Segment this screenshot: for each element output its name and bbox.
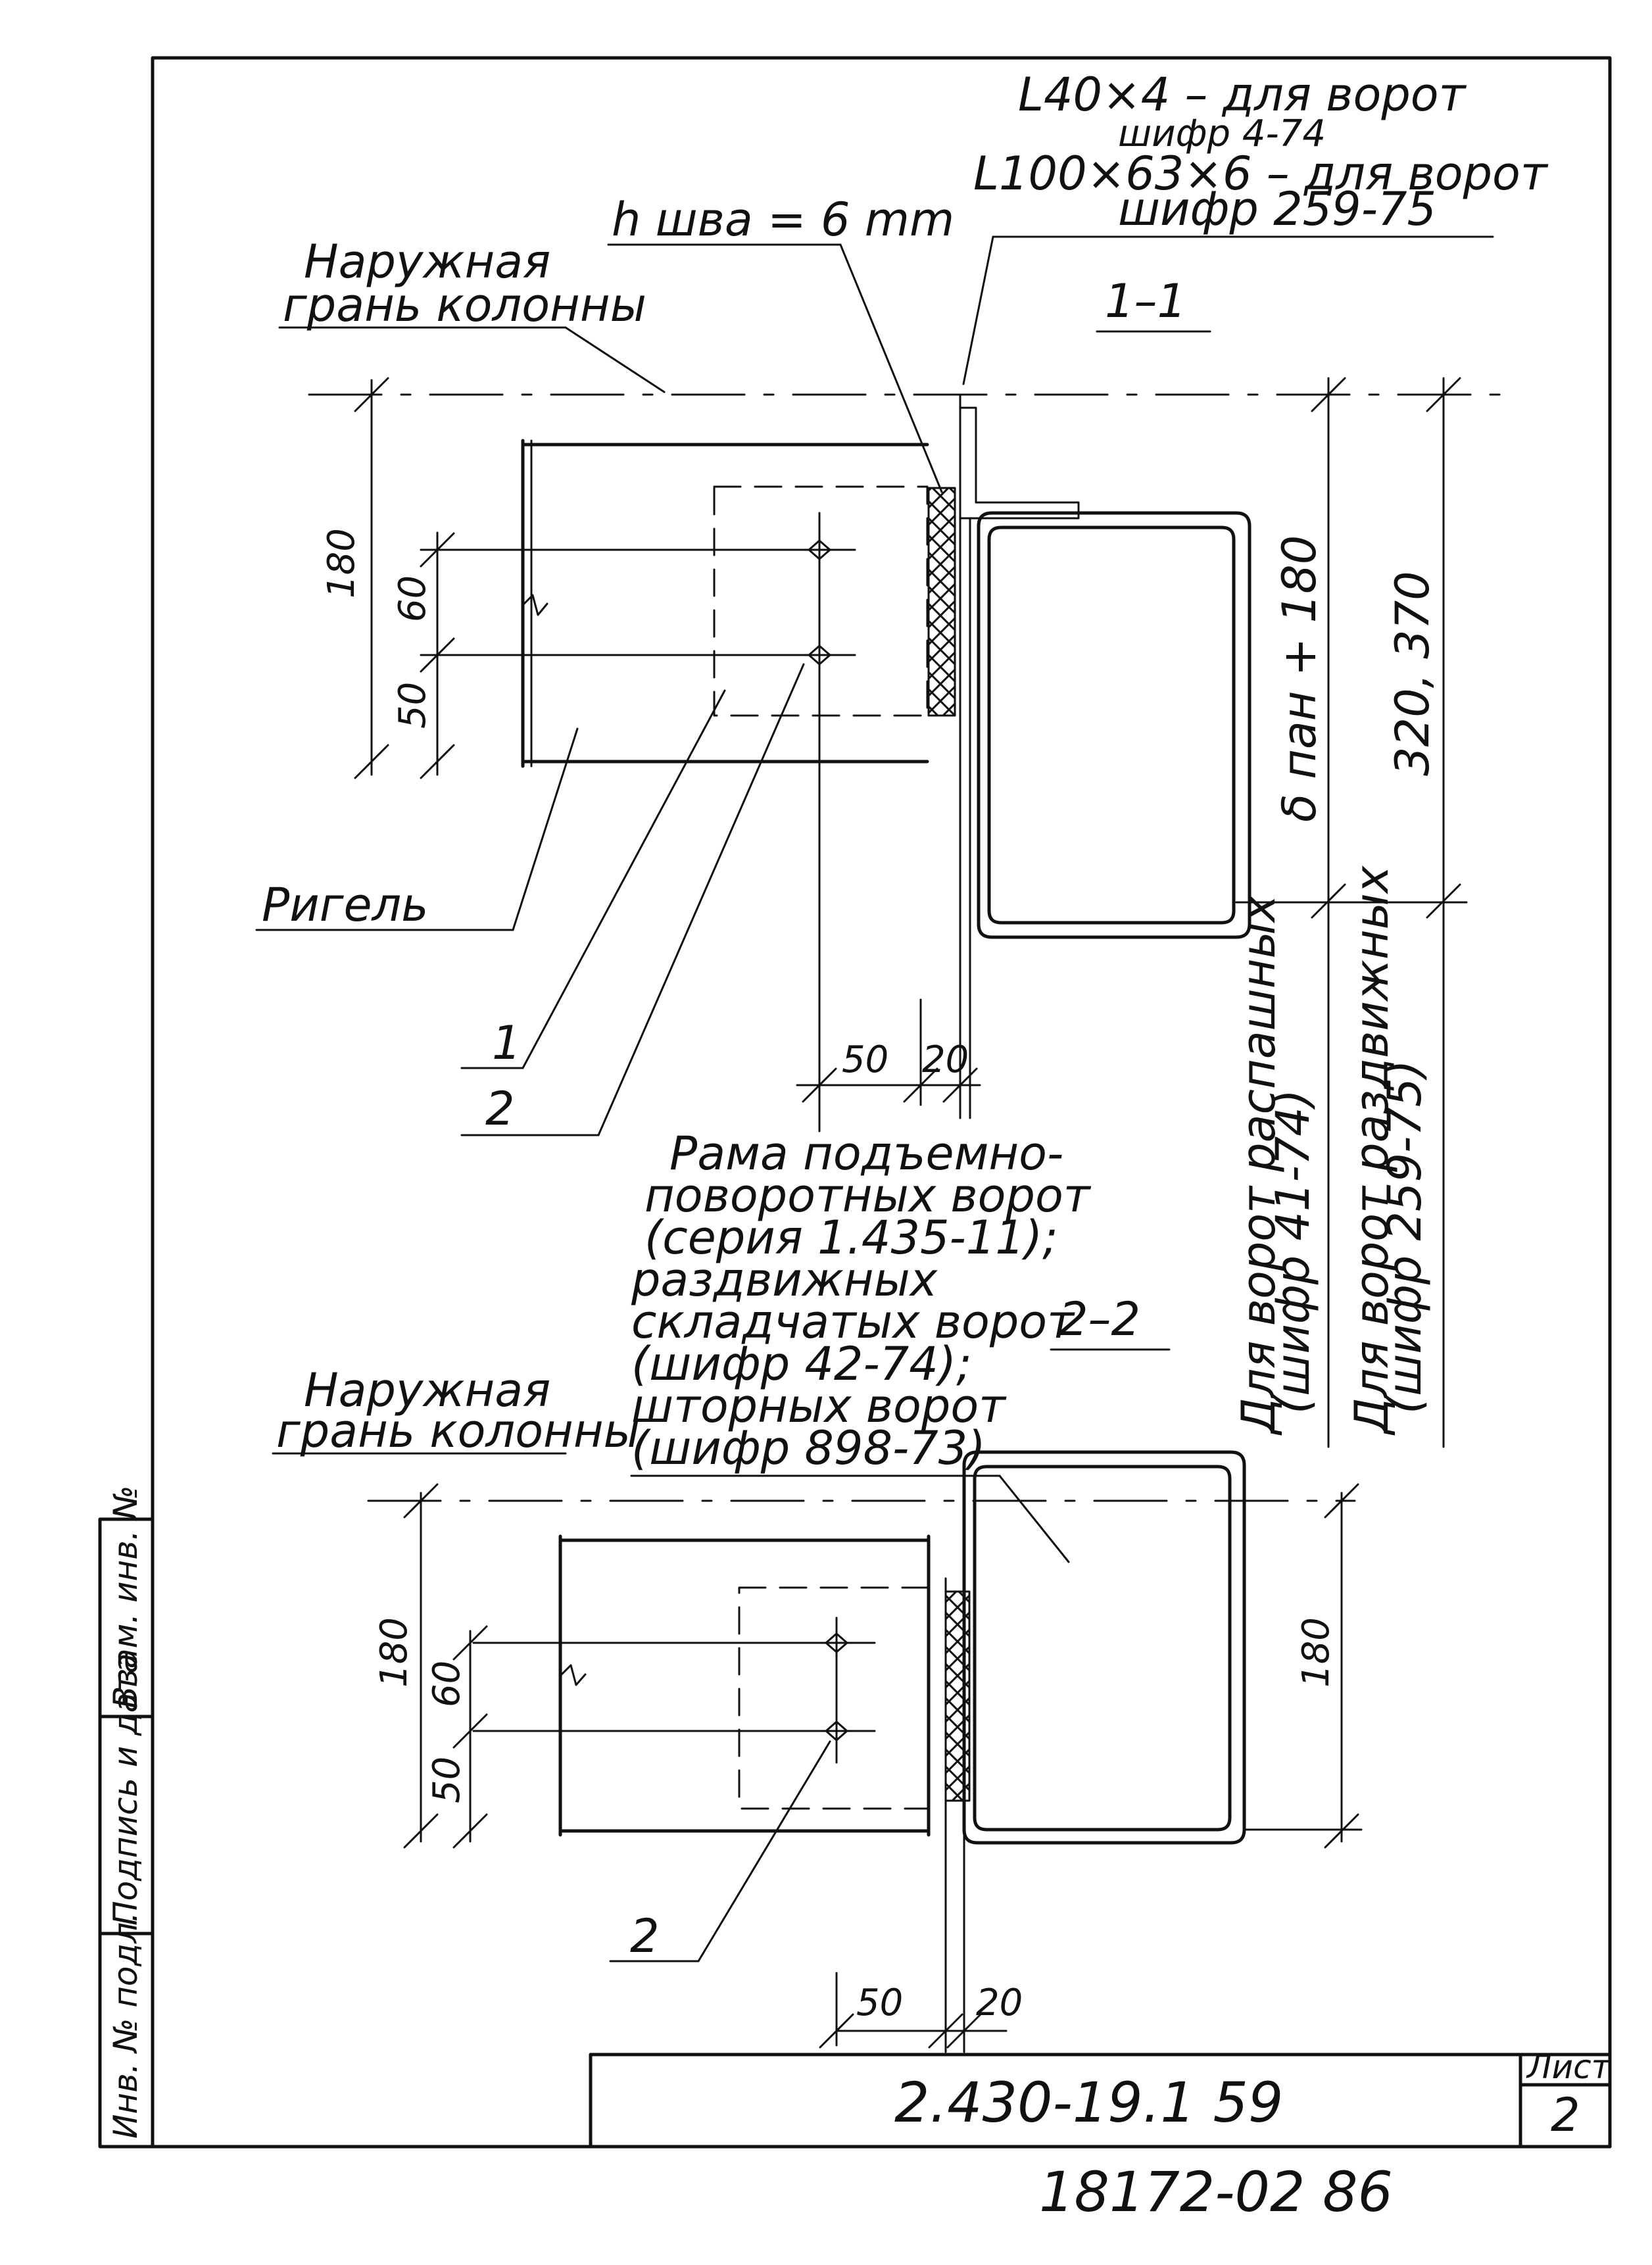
- weld-note: h шва = 6 mm: [607, 193, 954, 493]
- sidebar-cell-replacement: Взам. инв. №: [107, 1486, 145, 1709]
- weld-size-label: h шва = 6 mm: [612, 193, 954, 247]
- s1-dim-side-values: 320, 370: [1386, 571, 1440, 776]
- angle-note-1: L40×4 – для ворот: [1018, 68, 1467, 122]
- left-sidebar: Взам. инв. № Подпись и дата Инв. № подл.: [98, 1486, 155, 2149]
- frame-note-line-3: (серия 1.435-11);: [644, 1211, 1058, 1265]
- frame-note-line-8: (шифр 898-73): [631, 1421, 986, 1475]
- sheet-number: 2: [1551, 2088, 1580, 2142]
- sidebar-cell-inventory: Инв. № подл.: [107, 1912, 145, 2139]
- frame-note-line-7: шторных ворот: [631, 1379, 1007, 1433]
- sheet-label: Лист: [1526, 2048, 1612, 2086]
- s1-dim-upper: 60: [391, 575, 434, 622]
- section-1-1: 1–1 Наружная грань колонны: [255, 235, 1514, 1136]
- frame-note-line-1: Рама подъемно-: [669, 1127, 1063, 1181]
- s1-dim-bottom-right: 20: [922, 1038, 969, 1081]
- section-2-2: 2–2 Наружная грань колонны 180: [272, 1292, 1363, 2053]
- section-1-title: 1–1: [1105, 274, 1186, 328]
- gate-note-2b: (шифр 259-75): [1378, 1059, 1432, 1414]
- section-2-title: 2–2: [1059, 1292, 1140, 1346]
- s1-dim-bottom-left: 50: [842, 1038, 888, 1081]
- gate-type-notes: Для ворот распашных (шифр 41-74) Для вор…: [1232, 865, 1445, 1448]
- footer-code: 18172-02 86: [1039, 2160, 1393, 2224]
- frame-note-line-6: (шифр 42-74);: [631, 1337, 972, 1391]
- s2-dim-upper: 60: [425, 1661, 468, 1707]
- s2-dim-lower: 50: [425, 1757, 468, 1803]
- rigel-label: Ригель: [262, 878, 429, 932]
- angle-notes: L40×4 – для ворот шифр 4-74 L100×63×6 – …: [962, 68, 1549, 385]
- outer-face-label-1b: грань колонны: [283, 278, 646, 332]
- frame-note-line-4: раздвижных: [631, 1253, 938, 1307]
- angle-note-1-ref: шифр 4-74: [1118, 112, 1326, 155]
- mark-2-section-2: 2: [630, 1909, 660, 1963]
- title-block: 2.430-19.1 59 Лист 2: [589, 2048, 1612, 2149]
- outer-face-label-2b: грань колонны: [276, 1404, 640, 1458]
- s1-dim-height: 180: [320, 528, 363, 598]
- document-code: 2.430-19.1 59: [894, 2070, 1283, 2135]
- s2-dim-right: 180: [1295, 1617, 1338, 1688]
- s2-dim-bottom-left: 50: [856, 1982, 903, 2024]
- s1-dim-side-formula: δ пан + 180: [1273, 535, 1326, 822]
- s1-dim-lower: 50: [391, 682, 434, 729]
- outer-face-label-1a: Наружная: [304, 235, 550, 289]
- gate-note-1b: (шифр 41-74): [1266, 1089, 1320, 1414]
- s2-dim-bottom-right: 20: [976, 1982, 1023, 2024]
- gate-note-2a: Для ворот раздвижных: [1345, 865, 1399, 1436]
- angle-note-2: L100×63×6 – для ворот: [973, 147, 1549, 201]
- angle-note-2-ref: шифр 259-75: [1118, 182, 1436, 236]
- mark-2-section-1: 2: [485, 1082, 515, 1136]
- s2-dim-height: 180: [373, 1617, 416, 1688]
- frame-note-line-5: складчатых ворот: [631, 1295, 1075, 1349]
- frame-note-line-2: поворотных ворот: [644, 1169, 1092, 1223]
- gate-note-1a: Для ворот распашных: [1232, 894, 1286, 1436]
- mark-1: 1: [492, 1016, 522, 1070]
- frame-note: Рама подъемно- поворотных ворот (серия 1…: [630, 1127, 1092, 1563]
- sidebar-cell-signature: Подпись и дата: [107, 1653, 145, 1926]
- outer-face-label-2a: Наружная: [304, 1363, 550, 1417]
